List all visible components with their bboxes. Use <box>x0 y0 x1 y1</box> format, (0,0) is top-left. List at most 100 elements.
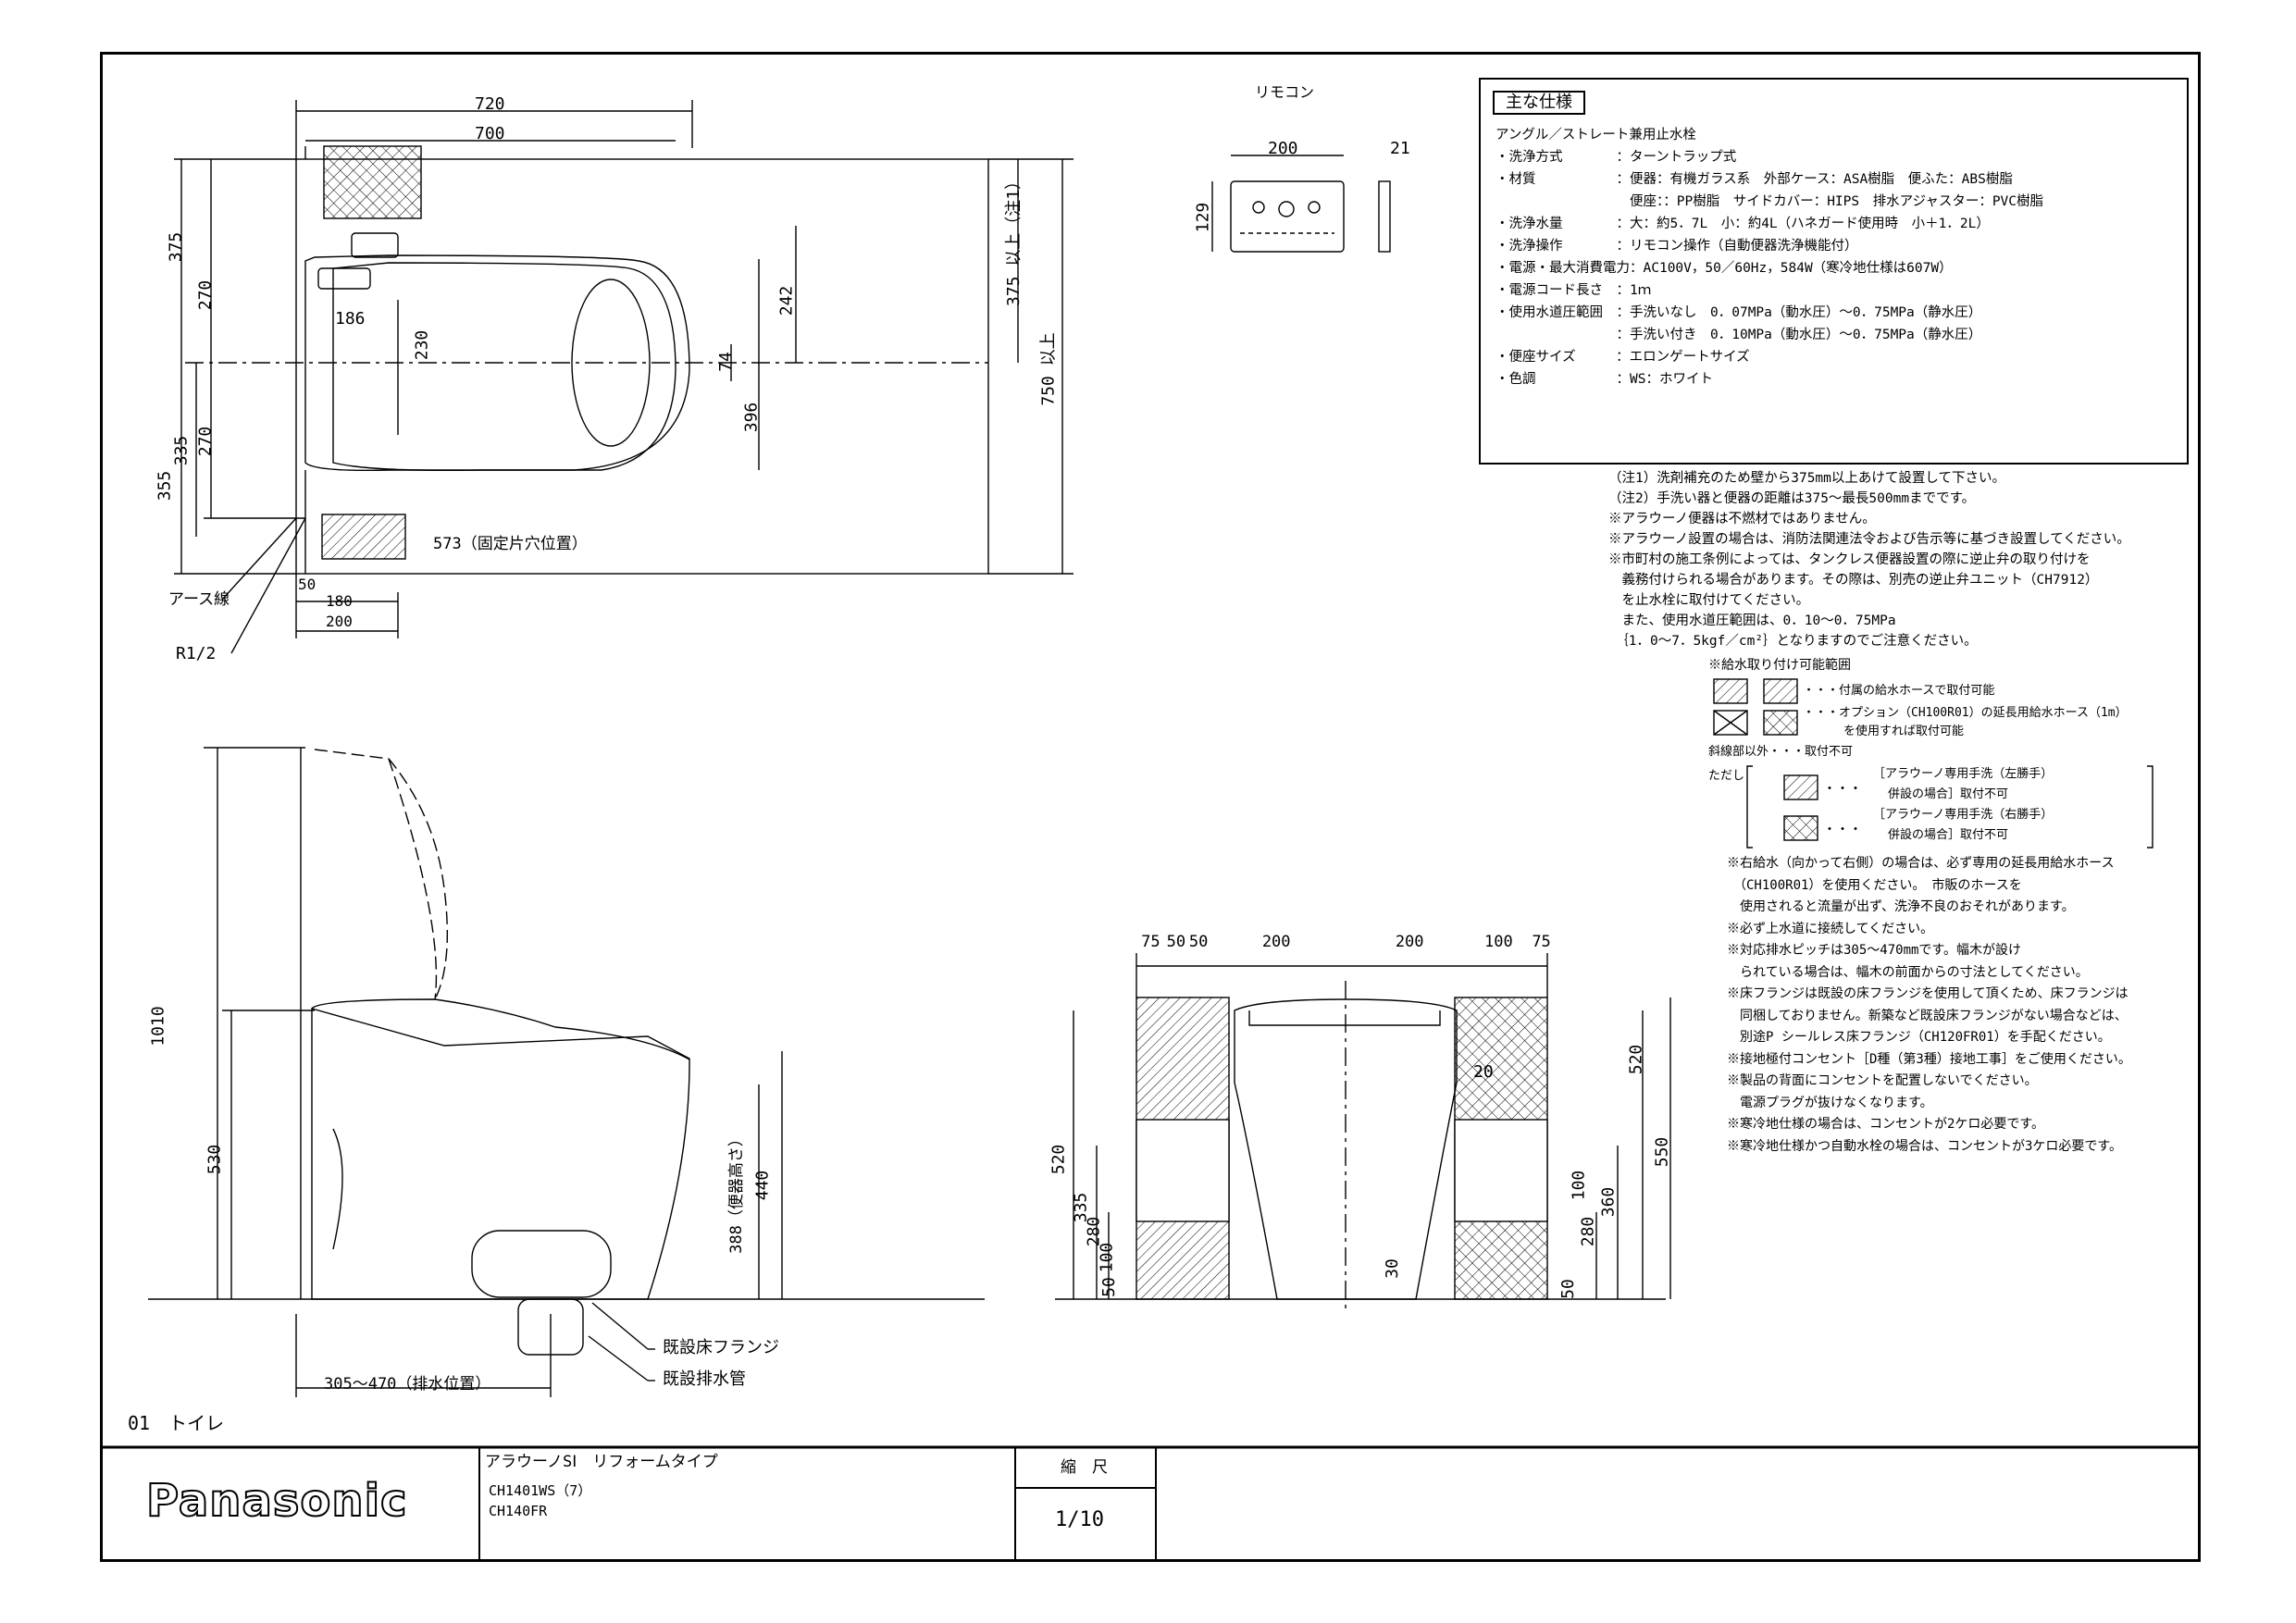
legend-bracket-1a: ［アラウーノ専用手洗（左勝手） <box>1873 767 2054 781</box>
note-line: ※アラウーノ設置の場合は、消防法関連法令および告示等に基づき設置してください。 <box>1608 532 2130 547</box>
legend-bracket-1b: 併設の場合］取付不可 <box>1888 787 2009 801</box>
dim-20: 20 <box>1473 1062 1494 1082</box>
water-supply-title: ※給水取り付け可能範囲 <box>1708 658 1851 673</box>
dim-230: 230 <box>412 329 432 361</box>
dim-335: 335 <box>171 435 192 466</box>
notes: （注1）洗剤補充のため壁から375mm以上あけて設置して下さい。 （注2）手洗い器… <box>1608 468 2130 651</box>
label-drain-pitch: 305～470（排水位置） <box>324 1375 491 1394</box>
legend-dots-1: ・・・ <box>1823 782 1862 797</box>
install-note-line: られている場合は、幅木の前面からの寸法としてください。 <box>1727 964 2089 980</box>
spec-line: ・使用水道圧範囲 ：手洗いなし 0．07MPa（動水圧）～0．75MPa（静水圧… <box>1496 305 1982 320</box>
side-view <box>148 747 985 1397</box>
spec-line: ・洗浄方式 ：ターントラップ式 <box>1496 150 1737 165</box>
panasonic-logo: Panasonic <box>145 1474 408 1528</box>
front-view <box>1055 953 1671 1314</box>
install-note-line: ※対応排水ピッチは305～470mmです。幅木が設け <box>1727 943 2022 958</box>
remote-dim-height: 129 <box>1193 202 1213 233</box>
legend-outside: 斜線部以外・・・取付不可 <box>1708 745 1854 759</box>
remote-dim-depth: 21 <box>1390 139 1410 158</box>
front-top-dim: 75 <box>1532 933 1551 951</box>
legend-tadashi: ただし <box>1708 769 1745 783</box>
legend-bracket-2b: 併設の場合］取付不可 <box>1888 828 2009 842</box>
dim-100-right: 100 <box>1569 1170 1589 1201</box>
dim-280-right: 280 <box>1578 1216 1598 1247</box>
spec-title: 主な仕様 <box>1493 91 1585 115</box>
install-note-line: 使用されると流量が出ず、洗浄不良のおそれがあります。 <box>1727 899 2075 914</box>
dim-186: 186 <box>335 309 366 328</box>
scale-value: 1/10 <box>1055 1508 1104 1531</box>
install-note-line: ※必ず上水道に接続してください。 <box>1727 921 1934 936</box>
dim-520-right: 520 <box>1626 1044 1646 1075</box>
model-number-2: CH140FR <box>489 1503 548 1519</box>
front-top-dim: 50 <box>1188 933 1209 951</box>
install-note-line: ※床フランジは既設の床フランジを使用して頂くため、床フランジは <box>1727 986 2128 1001</box>
label-existing-flange: 既設床フランジ <box>663 1338 779 1357</box>
note-line: （注1）洗剤補充のため壁から375mm以上あけて設置して下さい。 <box>1608 471 2005 486</box>
dim-270b: 270 <box>195 426 216 457</box>
front-top-dim: 50 <box>1166 933 1186 951</box>
dim-360: 360 <box>1598 1186 1619 1218</box>
note-line: 義務付けられる場合があります。その際は、別売の逆止弁ユニット（CH7912） <box>1608 573 2099 588</box>
model-number-1: CH1401WS（7） <box>489 1482 592 1499</box>
install-note-line: ※右給水（向かって右側）の場合は、必ず専用の延長用給水ホース <box>1727 856 2115 871</box>
dim-396: 396 <box>741 402 762 433</box>
install-note-line: ※製品の背面にコンセントを配置しないでください。 <box>1727 1073 2038 1088</box>
note-line: ※アラウーノ便器は不燃材ではありません。 <box>1608 512 1876 527</box>
dim-700: 700 <box>475 124 505 143</box>
spec-line: ：手洗い付き 0．10MPa（動水圧）～0．75MPa（静水圧） <box>1496 328 1982 342</box>
product-name: アラウーノSⅠ リフォームタイプ <box>485 1453 718 1471</box>
install-note-line: ※寒冷地仕様かつ自動水栓の場合は、コンセントが3ケロ必要です。 <box>1727 1138 2123 1154</box>
dim-355: 355 <box>155 470 175 502</box>
legend-dots-2: ・・・ <box>1823 823 1862 837</box>
legend-symbols <box>1713 678 2153 849</box>
dim-30: 30 <box>1382 1258 1402 1279</box>
dim-50-left: 50 <box>1098 1277 1119 1297</box>
dim-750: 750 以上 <box>1038 332 1059 406</box>
install-note-line: 別途P シールレス床フランジ（CH120FR01）を手配ください。 <box>1727 1030 2111 1045</box>
dim-242: 242 <box>776 285 797 316</box>
plan-view <box>174 100 1074 654</box>
dim-50: 50 <box>298 576 316 593</box>
legend-line-1: ・・・付属の給水ホースで取付可能 <box>1803 684 1995 698</box>
spec-line: アングル／ストレート兼用止水栓 <box>1496 128 1696 142</box>
spec-line: ・材質 ：便器：有機ガラス系 外部ケース：ASA樹脂 便ふた：ABS樹脂 <box>1496 172 2013 187</box>
spec-line: ・電源コード長さ ：1ｍ <box>1496 283 1652 298</box>
sheet-caption: 01 トイレ <box>128 1412 225 1434</box>
front-top-dim: 200 <box>1395 933 1424 951</box>
spec-lines: アングル／ストレート兼用止水栓・洗浄方式 ：ターントラップ式・材質 ：便器：有機… <box>1496 124 2043 390</box>
notes-installation: ※右給水（向かって右側）の場合は、必ず専用の延長用給水ホース （CH100R01… <box>1727 853 2131 1158</box>
dim-550: 550 <box>1652 1136 1672 1168</box>
note-line: （注2）手洗い器と便器の距離は375～最長500mmまでです。 <box>1608 491 1976 506</box>
spec-line: ・便座サイズ ：エロンゲートサイズ <box>1496 350 1750 365</box>
dim-270a: 270 <box>195 279 216 311</box>
note-line: ｛1．0～7．5kgf／cm²｝となりますのでご注意ください。 <box>1608 634 1978 649</box>
legend-bracket-2a: ［アラウーノ専用手洗（右勝手） <box>1873 808 2054 822</box>
remote-drawing <box>1211 155 1391 253</box>
spec-box <box>1479 78 2189 465</box>
legend-line-2b: を使用すれば取付可能 <box>1843 725 1965 738</box>
remote-dim-width: 200 <box>1268 139 1298 158</box>
dim-375-note: 375 以上（注1） <box>1004 172 1024 307</box>
dim-520-left: 520 <box>1049 1144 1069 1175</box>
install-note-line: 電源プラグが抜けなくなります。 <box>1727 1095 1933 1110</box>
label-earth-wire: アース線 <box>168 590 230 609</box>
spec-line: ・洗浄操作 ：リモコン操作（自動便器洗浄機能付） <box>1496 239 1858 254</box>
front-top-dim: 75 <box>1141 933 1160 951</box>
spec-line: ・色調 ：WS：ホワイト <box>1496 372 1713 387</box>
front-top-dim: 100 <box>1484 933 1513 951</box>
supply-area-hatch <box>323 145 422 219</box>
dim-50-right: 50 <box>1558 1279 1578 1299</box>
note-line: ※市町村の施工条例によっては、タンクレス便器設置の際に逆止弁の取り付けを <box>1608 552 2091 567</box>
dim-180: 180 <box>326 592 353 610</box>
dim-530: 530 <box>205 1144 225 1175</box>
drawing-sheet <box>100 52 2201 1562</box>
install-note-line: 同梱しておりません。新築など既設床フランジがない場合などは、 <box>1727 1008 2128 1023</box>
front-top-dim: 200 <box>1261 933 1291 951</box>
install-note-line: （CH100R01）を使用ください。 市販のホースを <box>1727 877 2022 893</box>
remote-label: リモコン <box>1255 83 1315 101</box>
title-block-lines <box>100 1445 2201 1562</box>
spec-line: ・洗浄水量 ：大：約5．7L 小：約4L（ハネガード使用時 小＋1．2L） <box>1496 217 1990 231</box>
spec-line: ・電源・最大消費電力：AC100V，50／60Hz，584W（寒冷地仕様は607… <box>1496 261 1953 276</box>
